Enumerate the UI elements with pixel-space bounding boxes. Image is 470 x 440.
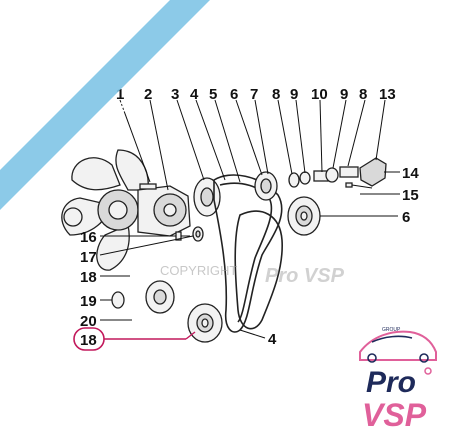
- callout-left-19: 19: [80, 293, 97, 310]
- callout-left-16: 16: [80, 229, 97, 246]
- callout-left-18: 18: [80, 269, 97, 286]
- callout-right-14: 14: [402, 165, 419, 182]
- callout-top-1: 1: [116, 86, 124, 103]
- pro-vsp-logo: GROUP Pro VSP: [359, 327, 437, 433]
- callout-left-20: 20: [80, 313, 97, 330]
- callout-top-10: 10: [311, 86, 328, 103]
- callout-top-8: 8: [272, 86, 280, 103]
- washer-17: [192, 226, 204, 242]
- highlighted-callout-18[interactable]: 18: [73, 327, 196, 351]
- callout-top-7: 7: [250, 86, 258, 103]
- callout-top-13: 13: [379, 86, 396, 103]
- idler-pulley-18: [187, 303, 223, 343]
- callout-top-9b: 9: [340, 86, 348, 103]
- callout-top-5: 5: [209, 86, 217, 103]
- tensioner-assembly: [288, 157, 387, 189]
- logo-group-text: GROUP: [382, 327, 401, 333]
- callouts-left: 16 17 18 19 20: [80, 229, 97, 330]
- cooling-fan: [61, 149, 149, 271]
- callout-top-3: 3: [171, 86, 179, 103]
- water-pump: [137, 183, 191, 237]
- logo-pro-text: Pro: [366, 366, 416, 399]
- callout-top-6: 6: [230, 86, 238, 103]
- brand-watermark: Pro VSP: [265, 265, 345, 287]
- pulley-19: [111, 280, 175, 314]
- callout-highlighted-label: 18: [80, 332, 97, 349]
- callouts-right: 14 15 6: [402, 165, 419, 226]
- pulley-7: [254, 171, 278, 201]
- callout-bottom-4: 4: [268, 331, 277, 348]
- logo-dot-icon: [424, 367, 432, 375]
- leader-lines: [99, 99, 400, 339]
- car-icon: [359, 330, 437, 363]
- callout-left-17: 17: [80, 249, 97, 266]
- logo-vsp-text: VSP: [362, 397, 427, 433]
- callout-top-4: 4: [190, 86, 199, 103]
- pulley-6: [287, 196, 321, 236]
- callout-top-9: 9: [290, 86, 298, 103]
- callout-right-6: 6: [402, 209, 410, 226]
- copyright-watermark: COPYRIGHT: [160, 263, 237, 278]
- callout-top-8b: 8: [359, 86, 367, 103]
- callout-top-2: 2: [144, 86, 152, 103]
- callout-right-15: 15: [402, 187, 419, 204]
- callouts-top: 1 2 3 4 5 6 7 8 9 10 9 8 13: [116, 86, 396, 103]
